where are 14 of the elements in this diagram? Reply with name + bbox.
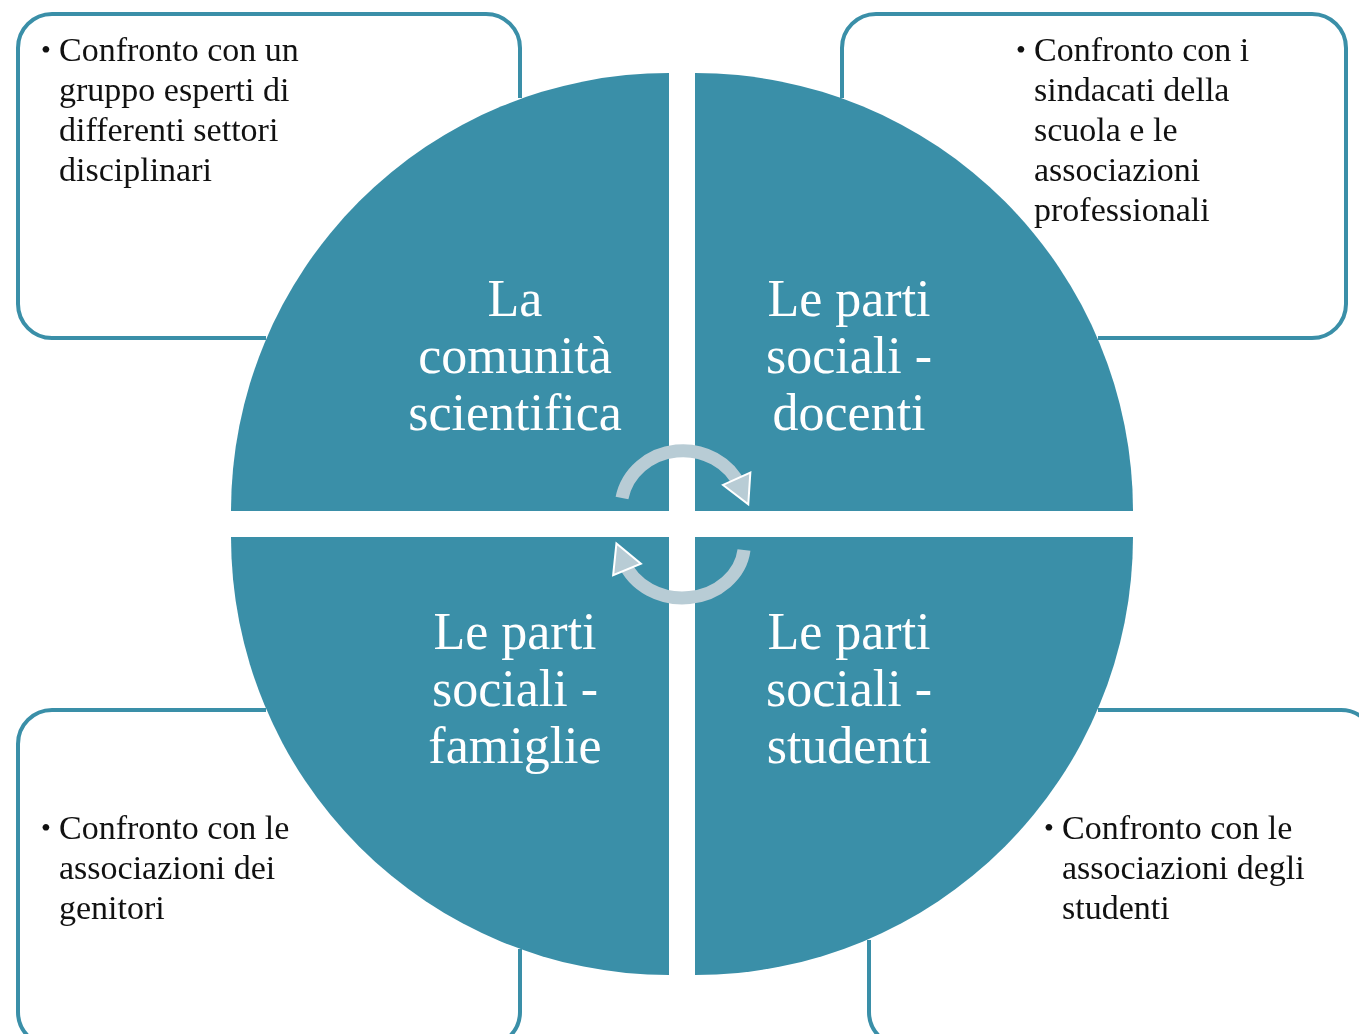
bullet-mark: • (41, 33, 51, 67)
curved-arrow (615, 444, 751, 505)
quadrant-label: La comunità scientifica (407, 270, 623, 441)
bullet-text: Confronto con le associazioni dei genitori (59, 808, 291, 928)
bullet-mark: • (1044, 811, 1054, 845)
quadrant-label: Le parti sociali - famiglie (427, 603, 603, 774)
bullet-text: Confronto con un gruppo esperti di differenti settori disciplinari (59, 30, 300, 190)
quadrant-label: Le parti sociali - docenti (764, 270, 934, 441)
curved-arrow (613, 543, 751, 605)
quadrant-label: Le parti sociali - studenti (764, 603, 934, 774)
bullet-mark: • (41, 811, 51, 845)
bullet-mark: • (1016, 33, 1026, 67)
bullet-text: Confronto con i sindacati della scuola e le associazioni professionali (1034, 30, 1251, 230)
bullet-text: Confronto con le associazioni degli studenti (1062, 808, 1306, 928)
